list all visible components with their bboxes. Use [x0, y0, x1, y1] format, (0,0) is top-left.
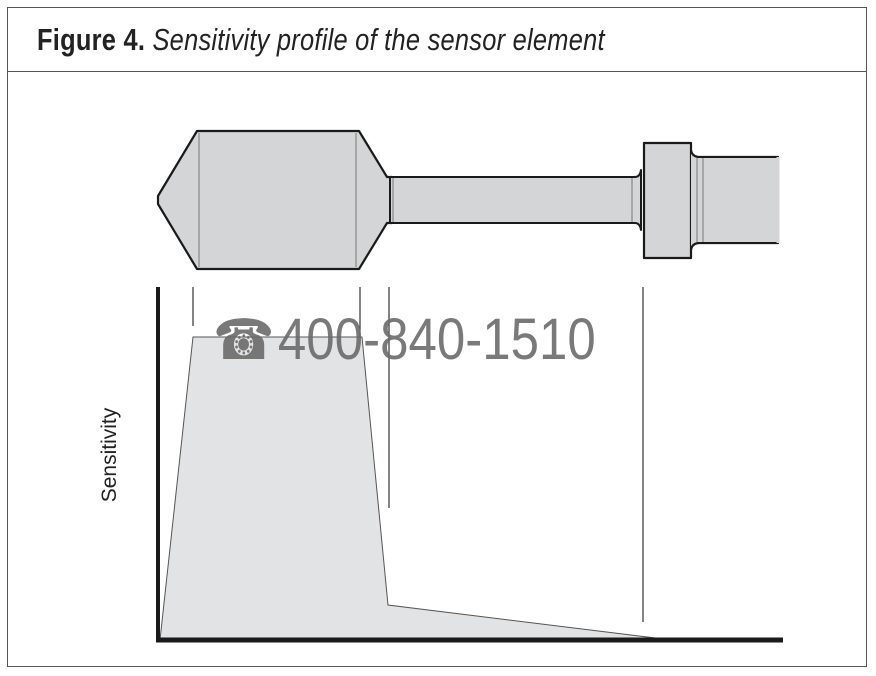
telephone-icon: ☎: [213, 307, 275, 371]
watermark: ☎ 400-840-1510: [213, 306, 596, 373]
figure-frame: Figure 4. Sensitivity profile of the sen…: [7, 7, 867, 667]
section-guide-lines: [192, 287, 644, 622]
sensor-head: [156, 129, 394, 271]
figure-caption: Sensitivity profile of the sensor elemen…: [152, 22, 605, 57]
sensor-neck: [389, 169, 642, 231]
sensor-collar: [642, 141, 693, 260]
y-axis-label: Sensitivity: [98, 407, 121, 503]
figure-label: Figure 4.: [37, 22, 146, 57]
figure-title: Figure 4. Sensitivity profile of the sen…: [37, 22, 605, 58]
watermark-phone: 400-840-1510: [277, 307, 596, 372]
sensor-element: [156, 129, 780, 271]
sensor-section-lines: [198, 133, 704, 267]
sensitivity-area: [159, 336, 656, 641]
figure-header: Figure 4. Sensitivity profile of the sen…: [8, 8, 866, 72]
